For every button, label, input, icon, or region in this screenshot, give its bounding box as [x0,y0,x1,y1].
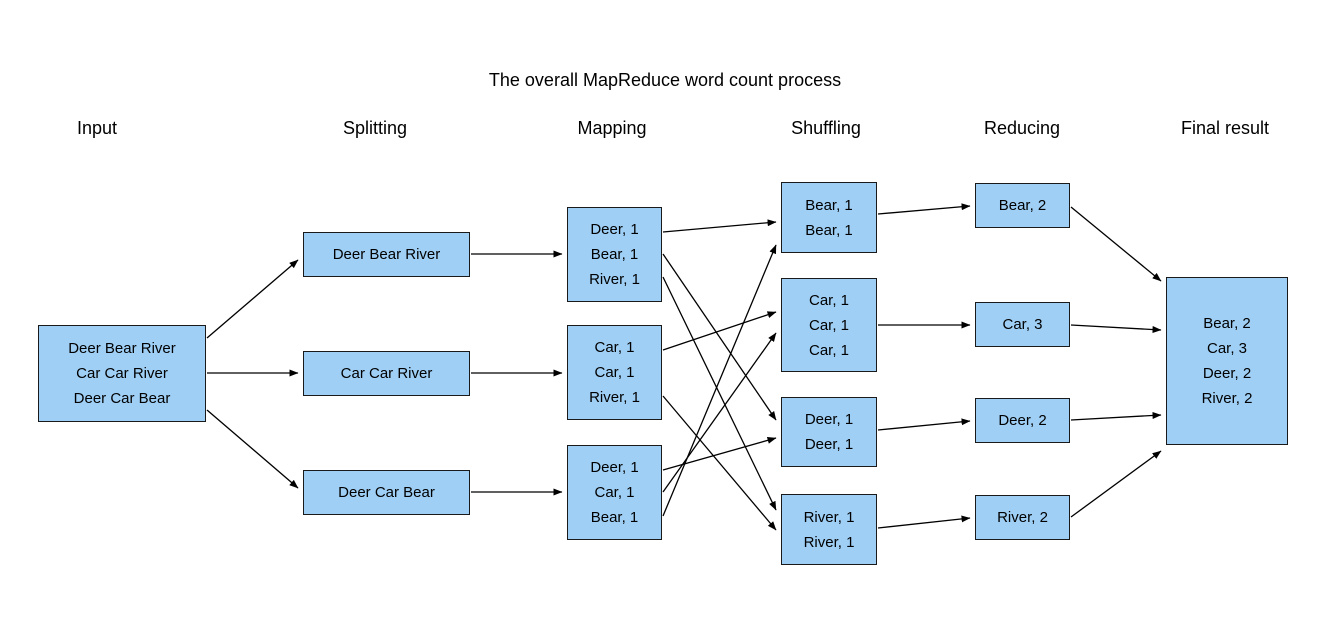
arrow-map-3-deer-to-shuffle-deer [662,436,777,471]
arrow-map-2-car-to-shuffle-car [662,311,777,351]
shuffle-node-river-line-1: River, 1 [803,508,855,526]
shuffle-node-car-line-2: Car, 1 [808,316,850,334]
reduce-node-deer: Deer, 2 [975,398,1070,443]
input-line-2: Car Car River [76,365,168,382]
arrow-shuffle-deer-to-reduce-deer [877,418,971,431]
arrow-reduce-bear-to-final [1070,206,1162,282]
map-node-3-line-1: Deer, 1 [590,459,639,476]
arrow-map-1-bear-to-shuffle-bear [662,219,777,233]
final-result-line-3: Deer, 2 [1202,365,1252,382]
input-line-1: Deer Bear River [68,340,176,357]
split-node-2-label: Car Car River [340,365,433,382]
column-header-splitting: Splitting [342,118,408,138]
shuffle-node-bear: Bear, 1 Bear, 1 [781,182,877,253]
column-header-input: Input [76,118,118,138]
split-node-2: Car Car River [303,351,470,396]
map-node-1-line-1: Deer, 1 [590,221,639,238]
shuffle-node-bear-line-2: Bear, 1 [805,221,853,239]
split-node-1-label: Deer Bear River [332,246,441,263]
column-header-shuffling: Shuffling [791,118,861,138]
arrow-reduce-car-to-final [1070,324,1162,334]
arrow-map-3-bear-to-shuffle-bear [662,244,777,517]
arrow-map-1-deer-to-shuffle-deer [662,253,777,421]
map-node-2: Car, 1 Car, 1 River, 1 [567,325,662,420]
reduce-node-river-label: River, 2 [997,509,1048,526]
final-result-line-1: Bear, 2 [1203,315,1251,332]
shuffle-node-car-line-1: Car, 1 [808,291,850,309]
arrow-input-to-split-3 [206,409,299,489]
input-line-3: Deer Car Bear [73,390,171,407]
arrow-map-1-river-to-shuffle-river [662,276,777,511]
shuffle-node-deer: Deer, 1 Deer, 1 [781,397,877,467]
shuffle-node-deer-line-2: Deer, 1 [804,436,854,453]
column-header-mapping: Mapping [577,118,647,138]
map-node-1-line-3: River, 1 [589,271,640,288]
map-node-1-line-2: Bear, 1 [590,246,639,263]
reduce-node-bear: Bear, 2 [975,183,1070,228]
final-result-line-4: River, 2 [1201,390,1253,407]
shuffle-node-river: River, 1 River, 1 [781,494,877,565]
map-node-2-line-1: Car, 1 [594,339,635,356]
reduce-node-car-label: Car, 3 [1002,316,1043,333]
arrow-map-3-car-to-shuffle-car [662,332,777,493]
map-node-3-line-3: Bear, 1 [590,509,639,526]
map-node-2-line-2: Car, 1 [594,364,635,381]
arrow-shuffle-river-to-reduce-river [877,515,971,529]
map-node-1: Deer, 1 Bear, 1 River, 1 [567,207,662,302]
arrow-input-to-split-1 [206,259,299,339]
shuffle-node-river-line-2: River, 1 [803,533,855,551]
arrow-map-2-river-to-shuffle-river [662,395,777,531]
reduce-node-river: River, 2 [975,495,1070,540]
map-node-3-line-2: Car, 1 [594,484,635,501]
column-header-reducing: Reducing [983,118,1061,138]
map-node-2-line-3: River, 1 [589,389,640,406]
reduce-node-car: Car, 3 [975,302,1070,347]
reduce-node-bear-label: Bear, 2 [998,197,1047,214]
input-node: Deer Bear River Car Car River Deer Car B… [38,325,206,422]
arrow-reduce-river-to-final [1070,450,1162,518]
final-result-node: Bear, 2 Car, 3 Deer, 2 River, 2 [1166,277,1288,445]
column-header-final-result: Final result [1180,118,1270,138]
split-node-1: Deer Bear River [303,232,470,277]
shuffle-node-bear-line-1: Bear, 1 [805,196,853,214]
shuffle-node-car: Car, 1 Car, 1 Car, 1 [781,278,877,372]
arrow-shuffle-bear-to-reduce-bear [877,203,971,215]
final-result-line-2: Car, 3 [1206,340,1248,357]
shuffle-node-car-line-3: Car, 1 [808,341,850,359]
diagram-title: The overall MapReduce word count process [488,70,842,90]
split-node-3: Deer Car Bear [303,470,470,515]
shuffle-node-deer-line-1: Deer, 1 [804,411,854,428]
map-node-3: Deer, 1 Car, 1 Bear, 1 [567,445,662,540]
arrow-reduce-deer-to-final [1070,411,1162,421]
split-node-3-label: Deer Car Bear [338,484,435,501]
reduce-node-deer-label: Deer, 2 [998,412,1047,429]
